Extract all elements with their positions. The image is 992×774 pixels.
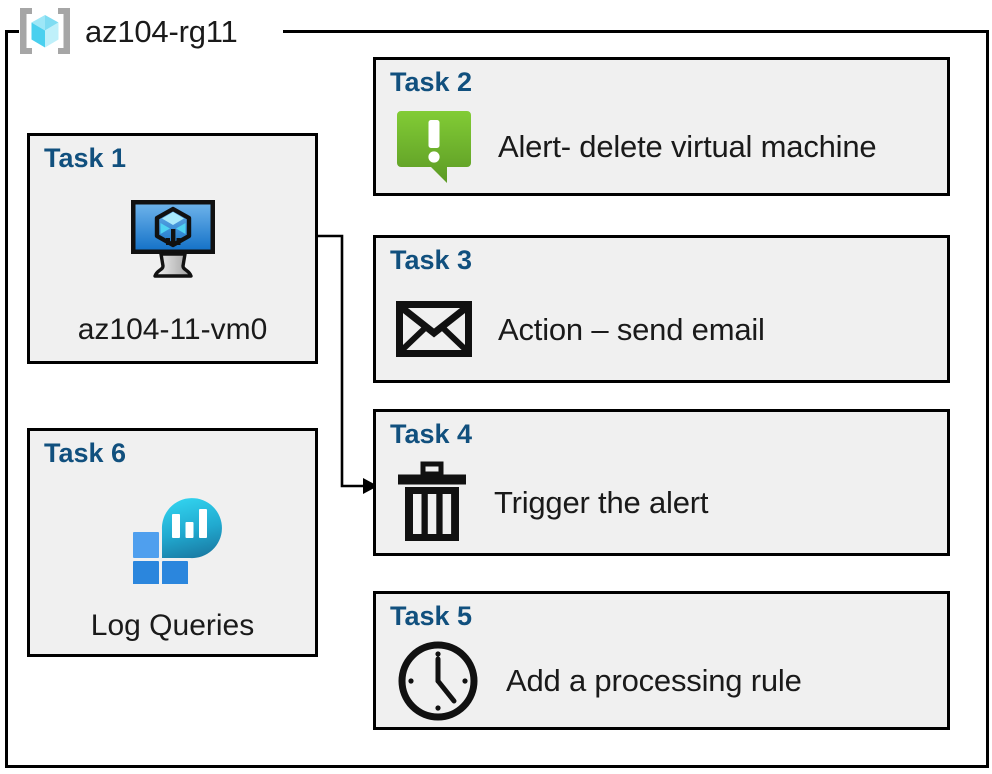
- task2-label: Alert- delete virtual machine: [498, 129, 877, 164]
- task3-label: Action – send email: [498, 311, 765, 347]
- task3-card[interactable]: Task 3 Action – send email: [373, 235, 950, 383]
- trash-delete-icon: [398, 461, 466, 541]
- resource-group-frame: [5, 30, 989, 768]
- task2-body: Alert- delete virtual machine: [396, 106, 937, 187]
- task2-card[interactable]: Task 2 Alert- delete virtual machine: [373, 57, 950, 196]
- task3-title: Task 3: [390, 245, 473, 275]
- task3-icon-wrap: [396, 299, 472, 359]
- task4-label: Trigger the alert: [494, 485, 709, 520]
- task6-title: Task 6: [44, 438, 127, 468]
- resource-group-header: az104-rg11: [14, 2, 238, 60]
- task4-body: Trigger the alert: [396, 458, 937, 547]
- envelope-icon: [396, 301, 472, 357]
- task4-card[interactable]: Task 4 Trigger the: [373, 409, 950, 556]
- task5-label: Add a processing rule: [506, 663, 802, 698]
- virtual-machine-icon: [130, 200, 215, 278]
- resource-group-name: az104-rg11: [85, 13, 238, 49]
- task6-label: Log Queries: [90, 608, 255, 642]
- task1-card[interactable]: Task 1: [27, 133, 318, 364]
- task6-body: Log Queries: [30, 475, 315, 654]
- resource-group-cube-icon: [20, 8, 70, 54]
- task5-body: Add a processing rule: [396, 640, 937, 721]
- resource-group-frame-top-left-segment: [5, 30, 19, 33]
- task3-body: Action – send email: [396, 284, 937, 374]
- task5-icon-wrap: [396, 639, 480, 723]
- task5-card[interactable]: Task 5 Add a processing rule: [373, 591, 950, 730]
- task2-icon-wrap: [396, 107, 472, 187]
- clock-icon: [398, 641, 478, 720]
- task6-card[interactable]: Task 6: [27, 428, 318, 657]
- task4-icon-wrap: [396, 461, 468, 545]
- task5-title: Task 5: [390, 601, 473, 631]
- task4-title: Task 4: [390, 419, 473, 449]
- task1-label: az104-11-vm0: [77, 312, 268, 346]
- log-analytics-icon: [132, 498, 222, 585]
- task1-body: az104-11-vm0: [30, 180, 315, 361]
- alert-exclamation-icon: [397, 110, 471, 183]
- resource-group-frame-top-right-segment: [283, 30, 989, 33]
- task1-title: Task 1: [44, 143, 127, 173]
- task2-title: Task 2: [390, 67, 473, 97]
